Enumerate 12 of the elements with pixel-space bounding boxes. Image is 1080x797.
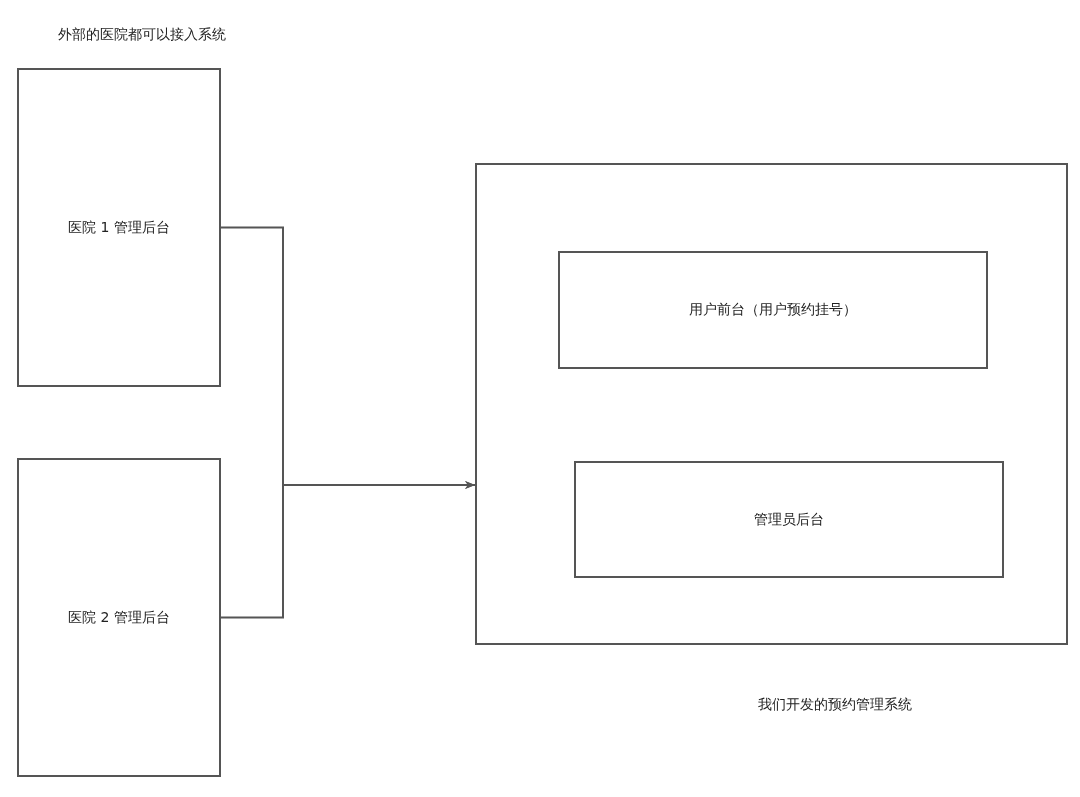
- connector-arrow: [220, 481, 476, 619]
- process-box: [558, 251, 988, 369]
- box-box: [475, 163, 1068, 645]
- process-box: [17, 68, 221, 387]
- process-box: [17, 458, 221, 777]
- box-label: 医院 2 管理后台: [68, 608, 170, 627]
- box-label: 管理员后台: [754, 510, 824, 529]
- caption-text: 我们开发的预约管理系统: [758, 696, 912, 714]
- box-label: 医院 1 管理后台: [68, 218, 170, 237]
- process-box: [574, 461, 1004, 578]
- box-label: 用户前台（用户预约挂号）: [689, 301, 857, 319]
- note-text: 外部的医院都可以接入系统: [58, 26, 226, 44]
